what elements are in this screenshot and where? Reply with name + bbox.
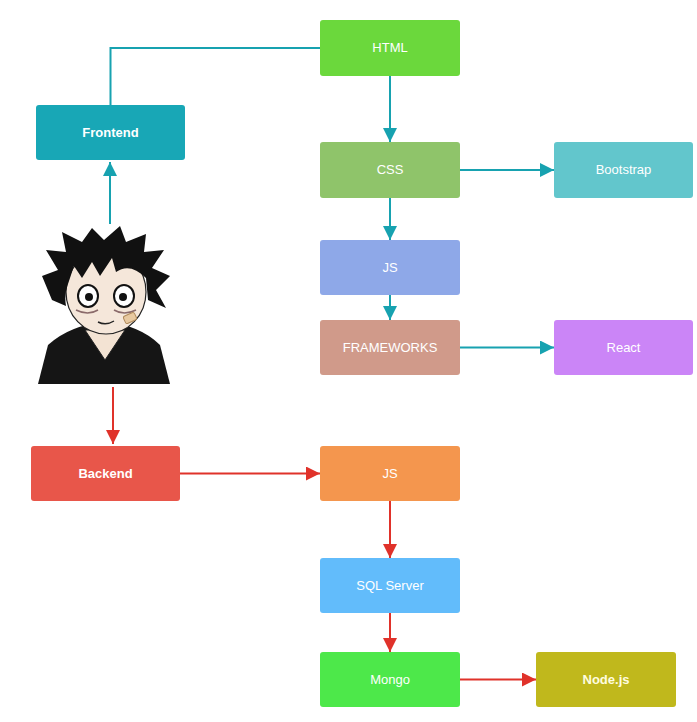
- process-box: Backend: [31, 446, 180, 501]
- connector-arrow: [460, 679, 536, 681]
- process-box: SQL Server: [320, 558, 460, 613]
- box-label: CSS: [377, 162, 404, 178]
- process-box: FRAMEWORKS: [320, 320, 460, 375]
- connector-arrow: [389, 295, 391, 320]
- process-box: Mongo: [320, 652, 460, 707]
- process-box: Bootstrap: [554, 142, 693, 198]
- box-label: FRAMEWORKS: [343, 340, 438, 356]
- process-box: JS: [320, 240, 460, 295]
- process-box: HTML: [320, 20, 460, 76]
- connector-arrow: [180, 473, 320, 475]
- box-label: Node.js: [583, 672, 630, 688]
- box-label: Frontend: [82, 125, 138, 141]
- figure-arrow: [109, 162, 111, 224]
- box-label: Backend: [78, 466, 132, 482]
- box-label: JS: [382, 466, 397, 482]
- process-box: Frontend: [36, 105, 185, 160]
- character-figure: [38, 226, 170, 384]
- connector-arrow: [111, 48, 321, 105]
- connector-arrow: [389, 76, 391, 142]
- box-label: Mongo: [370, 672, 410, 688]
- process-box: JS: [320, 446, 460, 501]
- figure-arrow: [112, 387, 114, 444]
- process-box: CSS: [320, 142, 460, 198]
- connector-arrow: [389, 198, 391, 240]
- process-box: React: [554, 320, 693, 375]
- connector-arrow: [389, 613, 391, 652]
- process-box: Node.js: [536, 652, 676, 707]
- box-label: JS: [382, 260, 397, 276]
- box-label: React: [607, 340, 641, 356]
- box-label: Bootstrap: [596, 162, 652, 178]
- box-label: HTML: [372, 40, 407, 56]
- connector-arrow: [389, 501, 391, 558]
- box-label: SQL Server: [356, 578, 423, 594]
- connector-arrow: [460, 347, 554, 349]
- connector-arrow: [460, 169, 554, 171]
